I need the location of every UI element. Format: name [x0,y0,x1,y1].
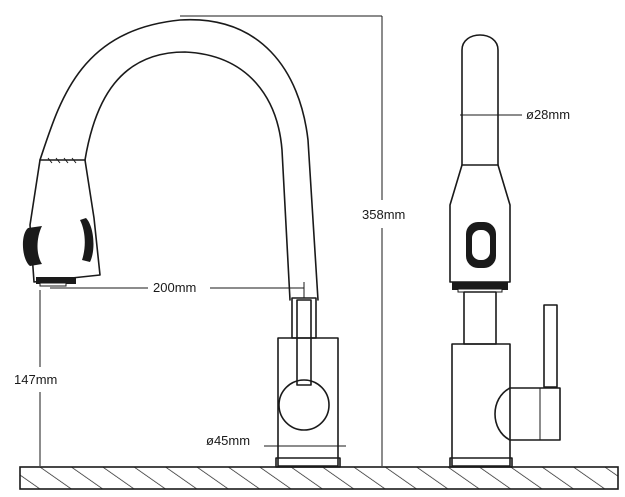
dimension-label-height: 358mm [362,207,405,222]
dimension-label-base-diameter: ø45mm [206,433,250,448]
handle-knuckle [494,387,561,441]
spray-head [29,159,101,283]
neck-front [463,291,497,345]
spray-button-front [22,226,42,266]
dimension-label-reach: 200mm [153,280,196,295]
dimension-reach: 200mm [50,280,305,298]
dimension-spout-diameter: ø28mm [500,107,570,122]
handle-lever-front [543,304,558,388]
dimension-spout-height: 147mm [14,290,57,466]
handle-hub [278,379,330,431]
dimension-label-spout-height: 147mm [14,372,57,387]
dimension-label-spout-diameter: ø28mm [526,107,570,122]
body-front [451,343,511,467]
spout-top-front [461,34,499,166]
aerator-front [452,282,508,290]
handle-lever [296,299,312,386]
spray-button-back [80,218,94,262]
base-ring [275,457,341,468]
base-ring-front [449,457,513,468]
dimension-base-diameter: ø45mm [206,433,346,448]
faucet-body [277,337,339,467]
spout-neck [291,297,317,339]
gooseneck-spout [39,18,319,301]
aerator [36,277,76,284]
spray-head-front [449,164,511,283]
dimension-total-height: 358mm [180,15,405,466]
faucet-side-view [22,18,341,468]
countertop [19,466,619,490]
faucet-front-view [449,34,561,468]
